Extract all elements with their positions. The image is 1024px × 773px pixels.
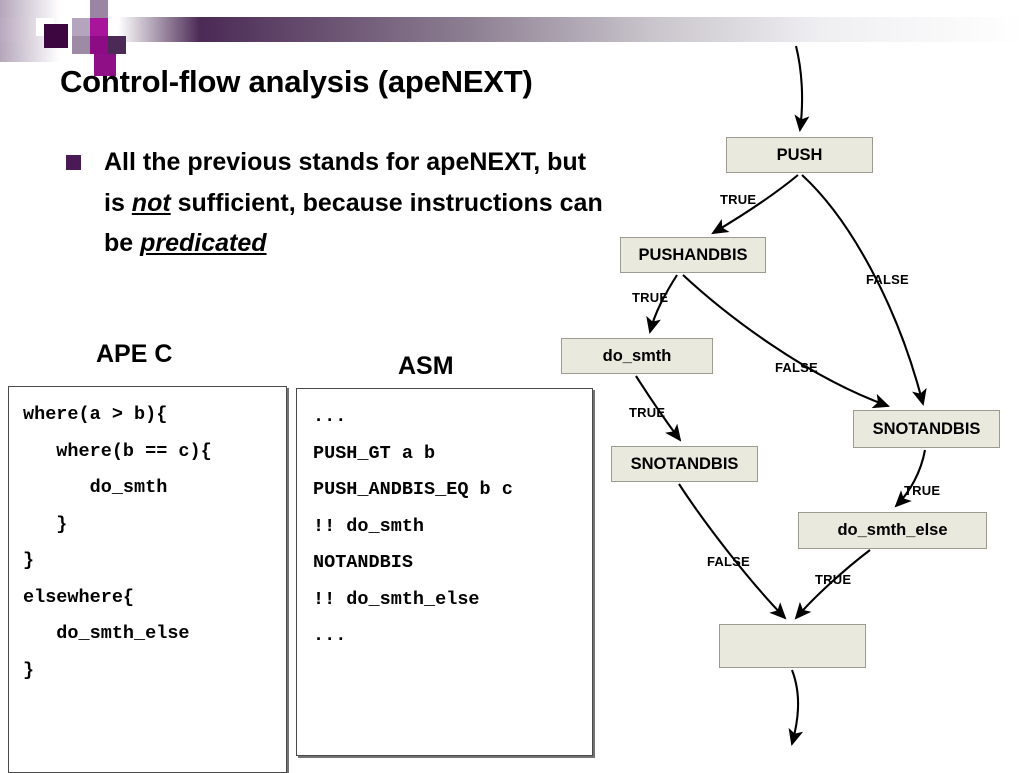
decorative-square-5	[90, 36, 108, 54]
decorative-square-3	[90, 18, 108, 36]
decorative-square-2	[72, 18, 90, 36]
bullet-text-part2: sufficient, because instructions can be	[104, 188, 603, 258]
square-bullet-icon	[66, 155, 81, 170]
flow-edges-svg	[635, 45, 927, 747]
flow-edge-label-snotandbis_r-to-do_smth_else: TRUE	[904, 483, 941, 498]
flow-node-label: do_smth	[602, 346, 672, 365]
flow-node-label: PUSHANDBIS	[638, 245, 748, 264]
flow-node-label: SNOTANDBIS	[630, 454, 739, 473]
bullet-block: All the previous stands for apeNEXT, but…	[66, 142, 606, 264]
decorative-checkerboard	[0, 0, 160, 80]
apec-code-box: where(a > b){ where(b == c){ do_smth } }…	[8, 386, 287, 773]
decorative-square-0	[90, 0, 108, 18]
flow-node-do_smth[interactable]: do_smth	[561, 338, 713, 374]
flow-node-pushandbis[interactable]: PUSHANDBIS	[620, 237, 766, 273]
decorative-square-7	[108, 36, 126, 54]
flow-node-merge[interactable]	[719, 624, 866, 668]
flow-edge-label-pushandbis-to-do_smth: TRUE	[632, 290, 669, 305]
bullet-emphasis-not: not	[131, 188, 171, 217]
flow-edge-label-do_smth_else-to-merge: TRUE	[815, 572, 852, 587]
bullet-text-part1: All the previous stands for apeNEXT, but…	[104, 148, 587, 217]
flow-node-push[interactable]: PUSH	[726, 137, 873, 173]
flow-node-label: SNOTANDBIS	[872, 419, 981, 438]
decorative-square-6	[72, 36, 90, 54]
flow-node-label: do_smth_else	[837, 521, 948, 539]
flow-node-label: PUSH	[776, 145, 823, 164]
flow-edge-label-push-to-snotandbis_r: FALSE	[866, 272, 909, 287]
asm-code-text: ... PUSH_GT a b PUSH_ANDBIS_EQ b c !! do…	[313, 406, 513, 646]
apec-code-text: where(a > b){ where(b == c){ do_smth } }…	[23, 404, 212, 681]
asm-panel-heading: ASM	[398, 352, 454, 380]
flow-node-snotandbis_l[interactable]: SNOTANDBIS	[611, 446, 758, 482]
apec-panel-heading: APE C	[96, 340, 173, 368]
flow-node-snotandbis_r[interactable]: SNOTANDBIS	[853, 410, 1000, 448]
decorative-square-8	[94, 54, 116, 76]
asm-code-box: ... PUSH_GT a b PUSH_ANDBIS_EQ b c !! do…	[296, 388, 593, 756]
page-title: Control-flow analysis (apeNEXT)	[60, 64, 533, 99]
bullet-text: All the previous stands for apeNEXT, but…	[104, 142, 606, 264]
flow-edge-label-pushandbis-to-snotandbis_r: FALSE	[775, 360, 818, 375]
header-gradient-band	[0, 17, 1024, 42]
flow-edge-label-snotandbis_l-to-merge: FALSE	[707, 554, 750, 569]
bullet-emphasis-predicated: predicated	[140, 229, 267, 257]
flow-edge-label-do_smth-to-snotandbis_l: TRUE	[629, 405, 666, 420]
flow-edge-label-push-to-pushandbis: TRUE	[720, 192, 757, 207]
flow-node-do_smth_else[interactable]: do_smth_else	[798, 512, 987, 549]
decorative-square-4	[44, 24, 68, 48]
